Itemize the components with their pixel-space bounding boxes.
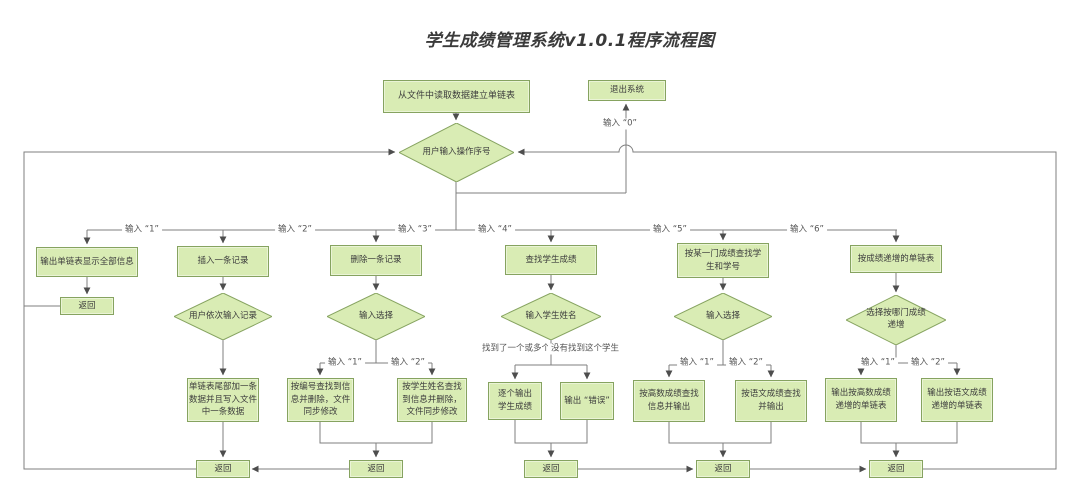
decision-branch6-choose-course: 选择按哪门成绩递增 xyxy=(846,295,946,345)
decision-main-choice-label: 用户输入操作序号 xyxy=(422,146,491,157)
edge-label-branch3-input-2: 输入 “2” xyxy=(388,357,428,369)
diamond-shape xyxy=(501,293,601,340)
edge-label-input-6: 输入 “6” xyxy=(787,224,827,236)
node-return-5: 返回 xyxy=(869,460,923,478)
node-return-2: 返回 xyxy=(349,460,403,478)
node-branch5-find-math: 按高数成绩查找信息并输出 xyxy=(633,380,705,422)
node-exit-system: 退出系统 xyxy=(588,80,666,101)
diamond-shape xyxy=(399,123,514,182)
node-branch3-delete-by-id-label: 按编号查找到信息并删除，文件同步修改 xyxy=(290,381,351,418)
decision-branch4-input-name: 输入学生姓名 xyxy=(501,293,601,340)
node-branch6-ascending-list: 按成绩递增的单链表 xyxy=(850,245,942,273)
edge-label-input-5: 输入 “5” xyxy=(650,224,690,236)
node-branch4-output-error: 输出 “错误” xyxy=(560,382,614,420)
node-read-file-label: 从文件中读取数据建立单链表 xyxy=(397,90,515,101)
node-branch3-delete-record-label: 删除一条记录 xyxy=(350,255,402,266)
edge-label-branch5-input-1: 输入 “1” xyxy=(677,357,717,369)
decision-branch3-label: 输入选择 xyxy=(358,310,393,321)
diamond-shape xyxy=(327,293,425,340)
node-branch6-ascending-list-label: 按成绩递增的单链表 xyxy=(857,253,935,264)
edge-label-branch6-input-1: 输入 “1” xyxy=(858,357,898,369)
node-branch1-output-all-label: 输出单链表显示全部信息 xyxy=(40,256,134,267)
node-return-4-label: 返回 xyxy=(714,463,732,474)
node-branch5-find-by-course: 按某一门成绩查找学生和学号 xyxy=(677,243,769,278)
decision-branch4-label: 输入学生姓名 xyxy=(525,310,577,321)
node-return-1: 返回 xyxy=(196,460,250,478)
node-branch5-find-chinese-label: 按语文成绩查找并输出 xyxy=(741,389,801,412)
edge-label-input-4: 输入 “4” xyxy=(475,224,515,236)
node-branch4-find-grades: 查找学生成绩 xyxy=(505,245,597,275)
decision-branch2-label: 用户依次输入记录 xyxy=(188,310,257,321)
node-branch3-delete-record: 删除一条记录 xyxy=(330,245,422,276)
node-branch6-output-math-asc: 输出按高数成绩递增的单链表 xyxy=(825,378,897,422)
node-return-2-label: 返回 xyxy=(367,463,385,474)
decision-branch3-input-choice: 输入选择 xyxy=(327,293,425,340)
edge-label-branch5-input-2: 输入 “2” xyxy=(726,357,766,369)
node-branch2-insert-record-label: 插入一条记录 xyxy=(197,256,249,267)
node-branch5-find-chinese: 按语文成绩查找并输出 xyxy=(735,380,807,422)
node-branch4-output-each-label: 逐个输出学生成绩 xyxy=(497,389,532,412)
diamond-shape xyxy=(846,295,946,345)
node-branch4-find-grades-label: 查找学生成绩 xyxy=(525,254,577,265)
edge-label-input-0: 输入 “0” xyxy=(600,118,640,130)
node-branch1-return: 返回 xyxy=(60,297,114,315)
diamond-shape xyxy=(174,293,272,340)
node-branch6-output-chinese-asc: 输出按语文成绩递增的单链表 xyxy=(921,378,993,422)
edge-label-branch6-input-2: 输入 “2” xyxy=(908,357,948,369)
node-branch6-output-math-asc-label: 输出按高数成绩递增的单链表 xyxy=(831,388,891,411)
node-return-3: 返回 xyxy=(524,460,578,478)
edge-label-branch3-input-1: 输入 “1” xyxy=(325,357,365,369)
node-branch3-delete-by-name-label: 按学生姓名查找到信息并删除，文件同步修改 xyxy=(402,381,462,418)
edge-label-branch4-found: 找到了一个或多个 xyxy=(478,343,554,355)
node-branch6-output-chinese-asc-label: 输出按语文成绩递增的单链表 xyxy=(927,388,987,411)
decision-branch5-input-choice: 输入选择 xyxy=(674,293,772,340)
node-branch3-delete-by-id: 按编号查找到信息并删除，文件同步修改 xyxy=(287,378,354,422)
node-read-file: 从文件中读取数据建立单链表 xyxy=(383,80,530,113)
node-branch2-append-write-label: 单链表尾部加一条数据并且写入文件中一条数据 xyxy=(189,381,258,418)
edge-label-input-3: 输入 “3” xyxy=(395,224,435,236)
node-branch5-find-math-label: 按高数成绩查找信息并输出 xyxy=(639,389,699,412)
node-branch3-delete-by-name: 按学生姓名查找到信息并删除，文件同步修改 xyxy=(397,378,467,422)
flow-arrows xyxy=(23,103,1057,473)
node-branch4-output-each: 逐个输出学生成绩 xyxy=(488,382,542,420)
node-branch2-append-write: 单链表尾部加一条数据并且写入文件中一条数据 xyxy=(187,378,259,422)
diamond-shape xyxy=(674,293,772,340)
decision-branch6-label: 选择按哪门成绩递增 xyxy=(866,308,926,330)
node-return-3-label: 返回 xyxy=(542,463,560,474)
decision-branch5-label: 输入选择 xyxy=(705,310,740,321)
node-branch1-return-label: 返回 xyxy=(78,300,96,311)
node-branch1-output-all: 输出单链表显示全部信息 xyxy=(36,247,138,277)
node-return-5-label: 返回 xyxy=(887,463,905,474)
edge-label-branch4-not-found: 没有找到这个学生 xyxy=(547,343,623,355)
node-exit-system-label: 退出系统 xyxy=(609,85,644,96)
edge-label-input-2: 输入 “2” xyxy=(275,224,315,236)
node-return-4: 返回 xyxy=(696,460,750,478)
page-title: 学生成绩管理系统v1.0.1程序流程图 xyxy=(424,31,715,51)
node-branch5-find-by-course-label: 按某一门成绩查找学生和学号 xyxy=(684,248,762,272)
decision-branch2-input-records: 用户依次输入记录 xyxy=(174,293,272,340)
node-return-1-label: 返回 xyxy=(214,463,232,474)
node-branch2-insert-record: 插入一条记录 xyxy=(177,246,269,277)
decision-main-choice: 用户输入操作序号 xyxy=(399,123,514,182)
node-branch4-output-error-label: 输出 “错误” xyxy=(564,395,610,406)
edge-label-input-1: 输入 “1” xyxy=(122,224,162,236)
